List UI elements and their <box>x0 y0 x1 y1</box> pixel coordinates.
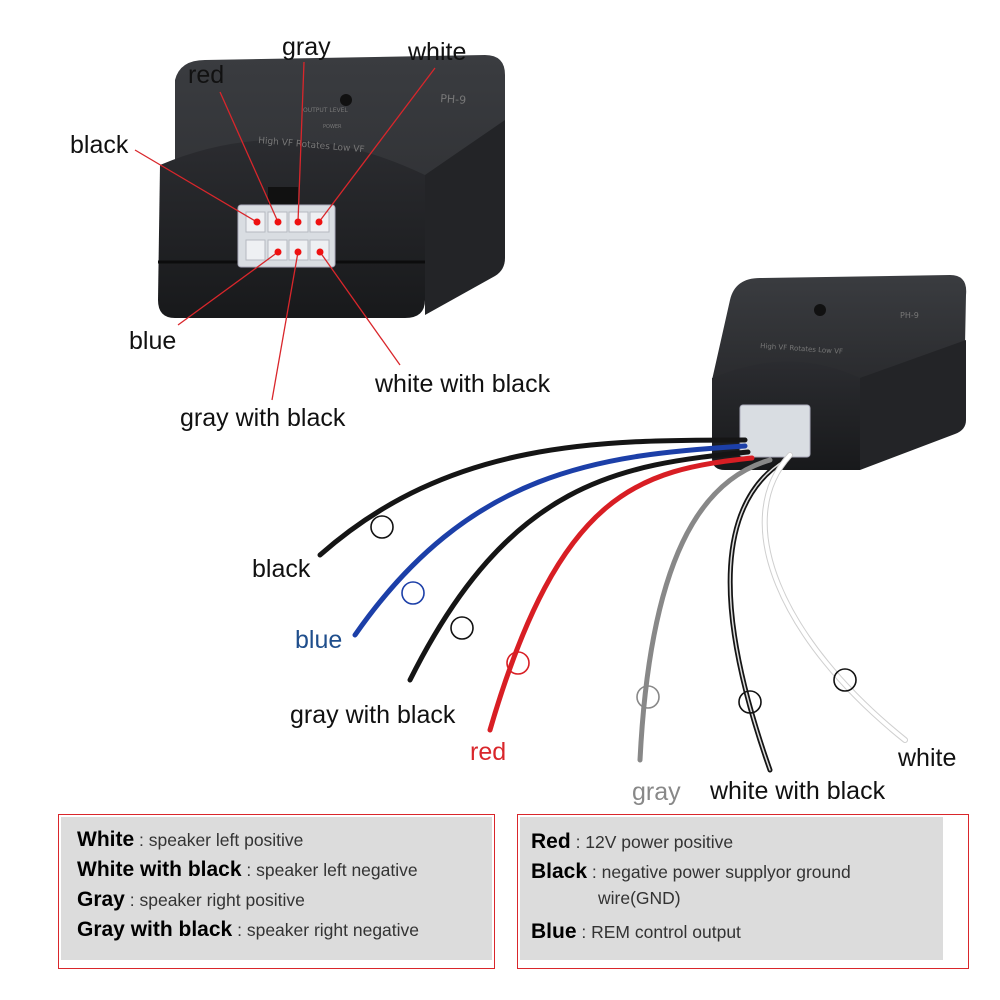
callout-gray: gray <box>282 33 331 61</box>
device-model-text: PH-9 <box>440 92 467 107</box>
callout-black: black <box>70 131 129 159</box>
wire-red <box>487 455 755 733</box>
wire-black <box>317 437 748 558</box>
callout-red: red <box>188 61 225 89</box>
converter-device-front-view: PH-9 OUTPUT LEVEL POWER High VF Rotates … <box>158 55 505 318</box>
wire-label-white-with-black: white with black <box>710 777 886 805</box>
legend-row: Gray : speaker right positive <box>77 888 305 911</box>
callout-white: white <box>408 38 467 66</box>
callout-blue: blue <box>129 327 177 355</box>
callout-gray-with-black: gray with black <box>180 404 346 432</box>
legend-row-continued: wire(GND) <box>598 888 681 908</box>
wire-markers <box>370 515 857 714</box>
wire-gray-with-black <box>407 449 751 683</box>
legend-row: Black : negative power supplyor ground <box>531 860 851 883</box>
wire-label-black: black <box>252 555 311 583</box>
converter-device-with-harness: PH-9 High VF Rotates Low VF <box>712 275 967 470</box>
legend-row: Blue : REM control output <box>531 920 741 943</box>
wire-harness <box>317 437 908 773</box>
legend-speaker-wires: White : speaker left positive White with… <box>58 814 495 969</box>
device-power-text: POWER <box>323 124 342 130</box>
wire-blue <box>352 443 748 638</box>
wire-label-white: white <box>898 744 957 772</box>
wire-label-red: red <box>470 738 507 766</box>
legend-row: White : speaker left positive <box>77 828 304 851</box>
device-output-level-text: OUTPUT LEVEL <box>303 107 348 114</box>
wire-label-blue: blue <box>295 626 343 654</box>
callout-white-with-black: white with black <box>375 370 551 398</box>
wire-white-with-black <box>727 457 788 773</box>
wire-label-gray: gray <box>632 778 681 806</box>
pin-callout-lines <box>134 61 436 401</box>
legend-row: White with black : speaker left negative <box>77 858 418 881</box>
connector-plug <box>739 404 811 458</box>
legend-row: Red : 12V power positive <box>531 830 734 853</box>
legend-power-wires: Red : 12V power positive Black : negativ… <box>517 814 969 969</box>
wire-label-gray-with-black: gray with black <box>290 701 456 729</box>
legend-row: Gray with black : speaker right negative <box>77 918 420 941</box>
device2-model-text: PH-9 <box>900 311 919 320</box>
pin-dots <box>253 218 324 256</box>
